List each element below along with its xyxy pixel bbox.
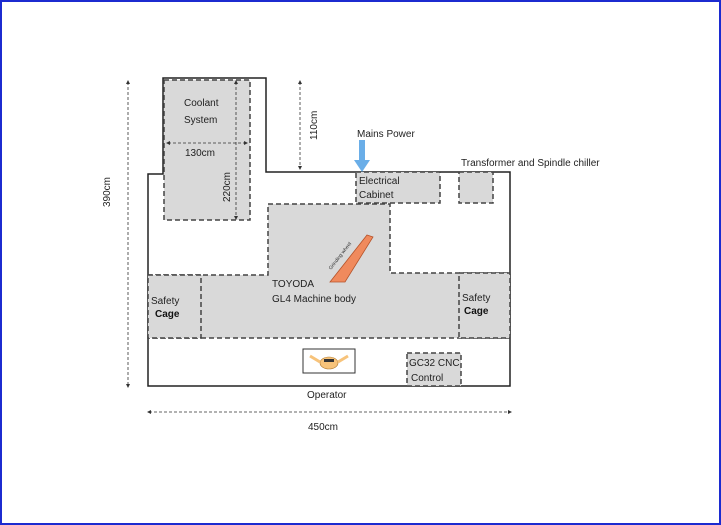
machine-label-1: TOYODA [272,279,314,290]
operator-label: Operator [307,390,347,401]
machine-label-2: GL4 Machine body [272,294,356,305]
electrical-label-1: Electrical [359,176,400,187]
mains-power-label: Mains Power [357,129,415,140]
safety-left-label-1: Safety [151,296,179,307]
dim-label-110: 110cm [309,111,320,140]
dim-label-220: 220cm [222,172,233,202]
machine-outline [147,77,511,387]
cnc-label-2: Control [411,373,443,384]
cnc-label-1: GC32 CNC [409,358,460,369]
electrical-label-2: Cabinet [359,190,394,201]
electrical-cabinet-zone [355,171,441,204]
transformer-chiller-zone [458,171,494,204]
safety-right-label-2: Cage [464,306,489,317]
grinding-wheel-shape [329,234,374,283]
machine-body-zone [147,203,511,339]
dim-label-130: 130cm [185,148,215,159]
safety-cage-left [147,274,202,339]
coolant-label-2: System [184,115,217,126]
mains-power-arrow [354,140,370,172]
coolant-label-1: Coolant [184,98,219,109]
dim-label-450: 450cm [308,422,338,433]
safety-right-label-1: Safety [462,293,490,304]
safety-cage-right [458,272,511,339]
safety-left-label-2: Cage [155,309,180,320]
dim-label-390: 390cm [102,177,113,207]
operator-figure-icon [309,354,349,370]
transformer-label: Transformer and Spindle chiller [461,158,600,169]
cnc-control-zone [406,352,462,387]
